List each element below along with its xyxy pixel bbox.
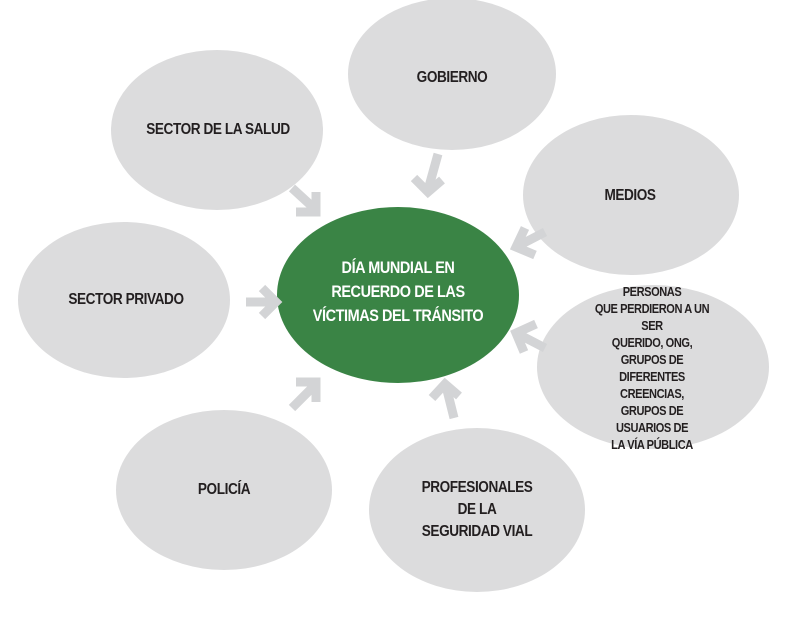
arrow-profesionales (428, 377, 462, 420)
label-sector-privado: SECTOR PRIVADO (68, 291, 184, 308)
node-personas (537, 285, 769, 449)
node-medios (523, 115, 739, 275)
center-label: DÍA MUNDIAL EN RECUERDO DE LAS VÍCTIMAS … (312, 258, 484, 325)
node-policia (116, 410, 332, 570)
node-sector-privado (18, 222, 230, 378)
label-gobierno: GOBIERNO (416, 69, 488, 86)
label-personas: PERSONAS QUE PERDIERON A UN SER QUERIDO,… (594, 284, 710, 452)
node-profesionales (369, 428, 585, 592)
arrow-medios (509, 226, 548, 260)
arrow-policia (288, 377, 321, 412)
node-gobierno (348, 0, 556, 150)
label-policia: POLICÍA (197, 481, 251, 498)
arrow-salud (288, 184, 321, 217)
arrow-gobierno (410, 152, 445, 199)
arrow-personas (510, 319, 548, 354)
label-medios: MEDIOS (604, 187, 656, 204)
center-node (277, 207, 519, 383)
arrow-privado (246, 284, 283, 320)
label-sector-salud: SECTOR DE LA SALUD (146, 121, 290, 138)
node-sector-salud (111, 50, 323, 210)
label-profesionales: PROFESIONALES DE LA SEGURIDAD VIAL (421, 479, 533, 540)
